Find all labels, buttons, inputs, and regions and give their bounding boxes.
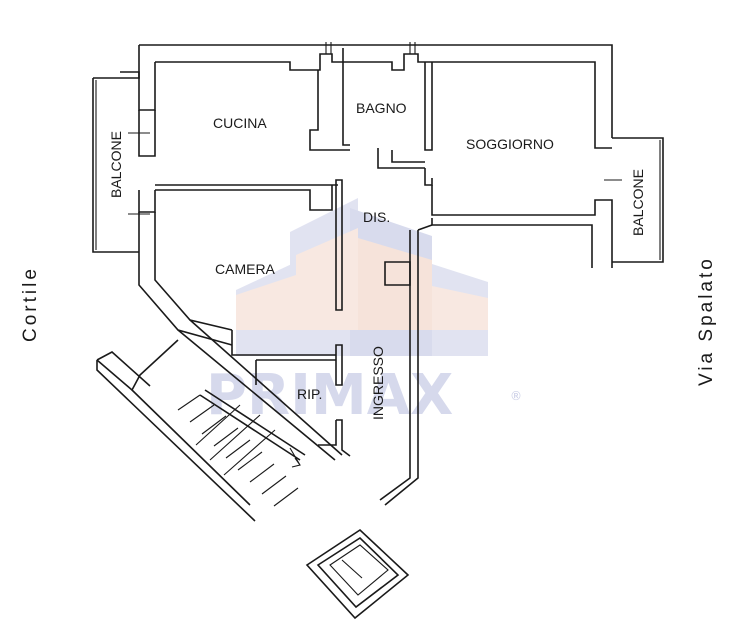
label-via-spalato: Via Spalato — [696, 256, 717, 386]
watermark-registered: ® — [510, 389, 522, 403]
watermark-brand: PRIMAX — [206, 363, 453, 428]
room-label-balcone-right: BALCONE — [630, 169, 646, 236]
room-label-camera: CAMERA — [215, 261, 276, 277]
room-label-dis: DIS. — [363, 209, 390, 225]
room-label-ingresso: INGRESSO — [370, 346, 386, 420]
room-label-balcone-left: BALCONE — [108, 131, 124, 198]
label-cortile: Cortile — [20, 266, 41, 342]
room-label-soggiorno: SOGGIORNO — [466, 136, 554, 152]
walls — [92, 42, 664, 620]
room-label-bagno: BAGNO — [356, 100, 407, 116]
room-label-cucina: CUCINA — [213, 115, 267, 131]
room-label-rip: RIP. — [297, 386, 322, 402]
watermark-logo — [236, 198, 488, 356]
